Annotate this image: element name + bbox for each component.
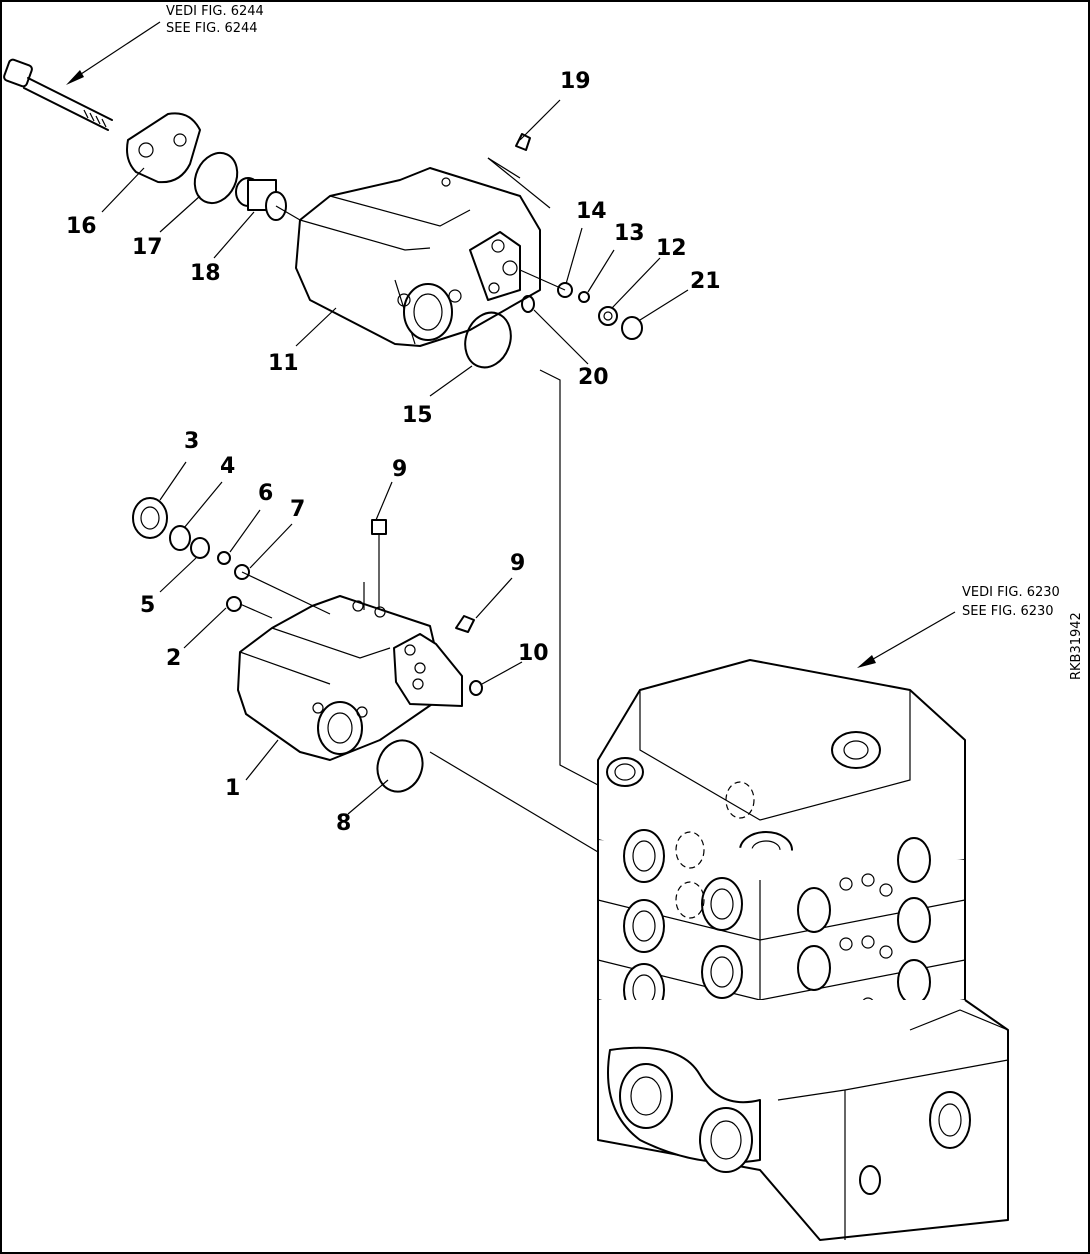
main-valve-stack bbox=[597, 659, 1009, 1241]
callout-1: 1 bbox=[225, 776, 240, 801]
bracket-line bbox=[487, 157, 521, 179]
seal-parts-12-14 bbox=[464, 282, 643, 369]
o-ring-4 bbox=[169, 525, 191, 551]
callout-15: 15 bbox=[402, 403, 433, 428]
right-reference-line-1: VEDI FIG. 6230 bbox=[962, 585, 1060, 600]
top-reference-note: VEDI FIG. 6244 SEE FIG. 6244 bbox=[66, 4, 264, 85]
callout-14: 14 bbox=[576, 199, 607, 224]
callout-10: 10 bbox=[518, 641, 549, 666]
callout-5: 5 bbox=[140, 593, 155, 618]
assembly-centerlines bbox=[239, 205, 599, 853]
callout-9-upper: 9 bbox=[392, 457, 407, 482]
drawing-code: RKB31942 bbox=[1069, 612, 1084, 680]
spring-5 bbox=[190, 537, 210, 559]
callout-4: 4 bbox=[220, 454, 235, 479]
o-ring-17 bbox=[193, 151, 239, 205]
right-reference-note: VEDI FIG. 6230 SEE FIG. 6230 bbox=[857, 585, 1060, 668]
top-reference-arrowhead bbox=[66, 70, 84, 85]
callout-17: 17 bbox=[132, 235, 163, 260]
callout-7: 7 bbox=[290, 497, 305, 522]
plug-19 bbox=[515, 133, 531, 151]
o-ring-10 bbox=[469, 680, 483, 696]
top-reference-line-1: VEDI FIG. 6244 bbox=[166, 4, 264, 19]
ball-6 bbox=[217, 551, 231, 565]
callout-numbers: 1 2 3 4 5 6 7 8 9 9 10 11 12 13 14 15 16… bbox=[66, 69, 721, 836]
callout-21: 21 bbox=[690, 269, 721, 294]
callout-16: 16 bbox=[66, 214, 97, 239]
callout-6: 6 bbox=[258, 481, 273, 506]
upper-valve-housing bbox=[295, 167, 541, 347]
cover-plate bbox=[126, 112, 201, 184]
bolt bbox=[3, 58, 113, 131]
callout-12: 12 bbox=[656, 236, 687, 261]
plug-3 bbox=[132, 497, 168, 539]
plug-18 bbox=[235, 177, 287, 221]
right-reference-arrowhead bbox=[857, 655, 876, 668]
top-reference-line-2: SEE FIG. 6244 bbox=[166, 21, 258, 36]
callout-leaders bbox=[101, 99, 689, 815]
plug-9-upper bbox=[371, 519, 387, 612]
callout-19: 19 bbox=[560, 69, 591, 94]
top-reference-arrow bbox=[74, 21, 161, 79]
lower-valve-housing bbox=[237, 582, 463, 761]
right-reference-line-2: SEE FIG. 6230 bbox=[962, 604, 1054, 619]
callout-13: 13 bbox=[614, 221, 645, 246]
callout-3: 3 bbox=[184, 429, 199, 454]
callout-11: 11 bbox=[268, 351, 299, 376]
callout-2: 2 bbox=[166, 646, 181, 671]
callout-18: 18 bbox=[190, 261, 221, 286]
callout-20: 20 bbox=[578, 365, 609, 390]
right-reference-arrow bbox=[867, 611, 956, 663]
callout-8: 8 bbox=[336, 811, 351, 836]
plug-2 bbox=[226, 596, 242, 612]
o-ring-8 bbox=[376, 739, 424, 793]
callout-9-right: 9 bbox=[510, 551, 525, 576]
plug-9-right bbox=[455, 615, 475, 633]
